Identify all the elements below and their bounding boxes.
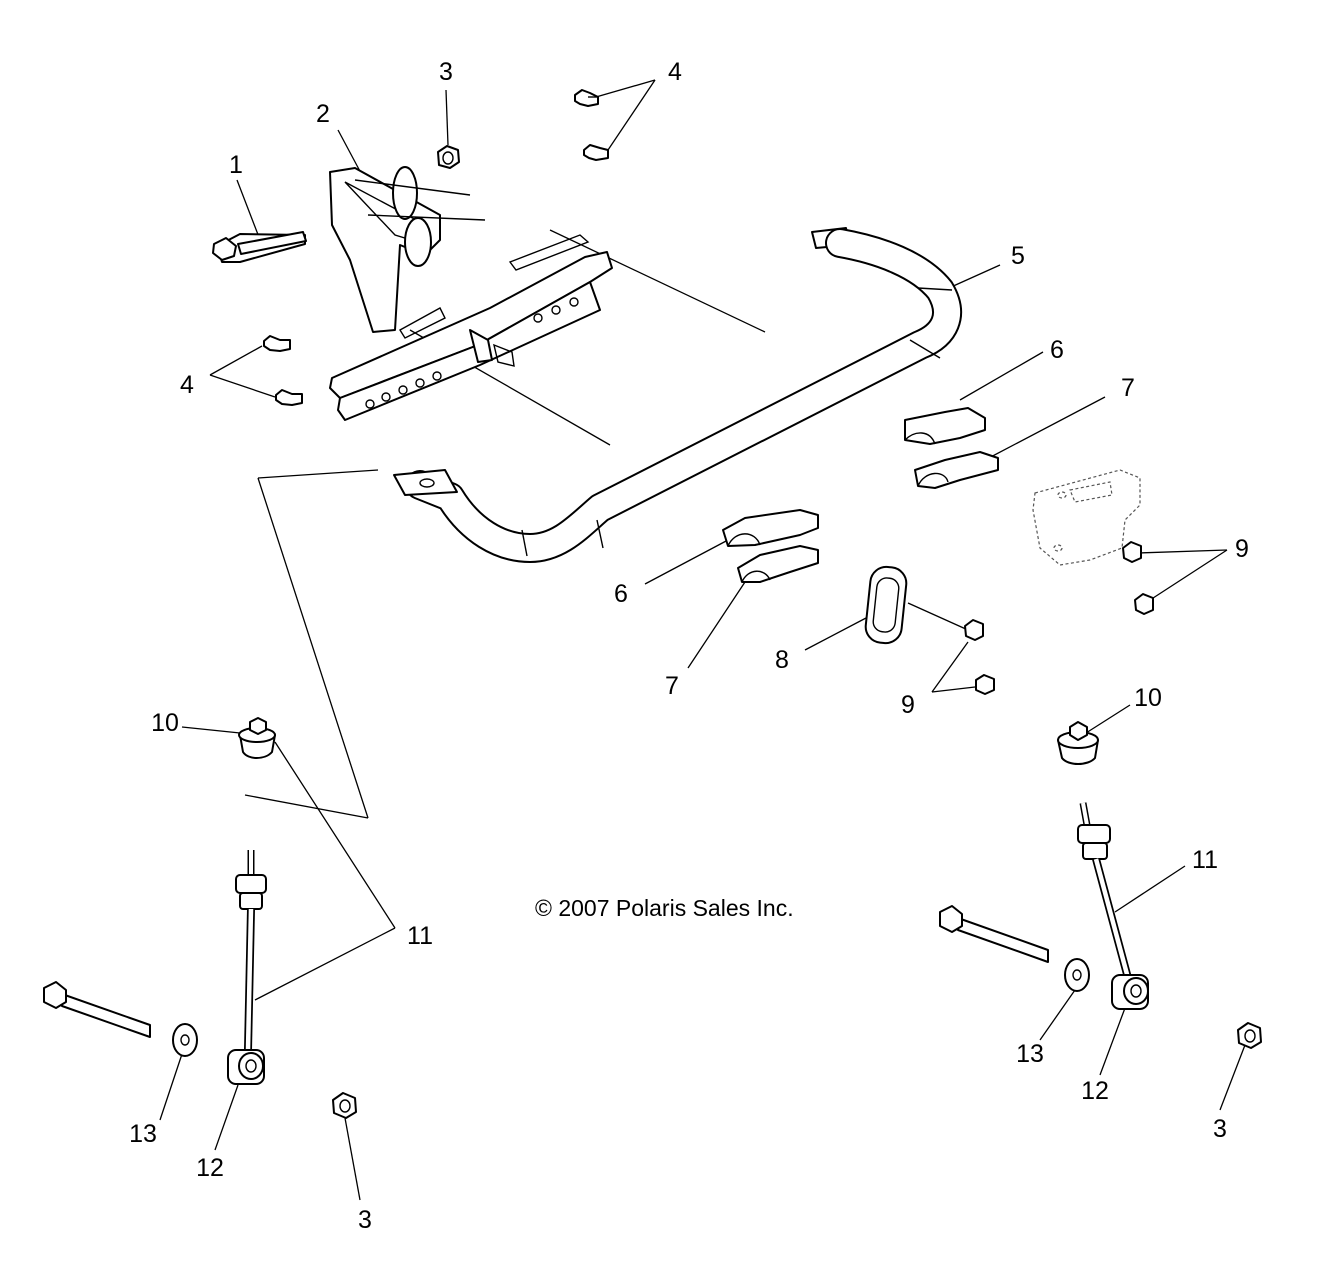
washer-13-left (172, 1023, 198, 1057)
callout-12: 12 (1081, 1077, 1109, 1105)
callout-12: 12 (196, 1154, 224, 1182)
washer-13-right (1064, 958, 1090, 992)
callout-3: 3 (358, 1206, 372, 1234)
bolt-4-top-a (574, 89, 599, 107)
bushing-10-left (238, 717, 276, 759)
callout-6: 6 (614, 580, 628, 608)
callout-3: 3 (1213, 1115, 1227, 1143)
link-end-12-right (1111, 974, 1149, 1010)
link-11-right (1077, 802, 1132, 980)
reference-bracket-dashed (1032, 469, 1141, 566)
clamp-6-right (904, 407, 986, 445)
nut-9-b (975, 674, 995, 695)
clamp-6-lower (722, 509, 819, 547)
bushing-10-right (1057, 721, 1099, 765)
nut-9-d (1134, 593, 1154, 615)
plate-8 (864, 565, 908, 645)
nut-3-top (437, 145, 460, 169)
mounting-bracket-2 (329, 166, 486, 333)
callout-labels: 1 2 3 4 4 5 6 7 6 7 8 9 9 10 10 11 11 12… (129, 58, 1249, 1234)
bolt-4-top-b (583, 144, 609, 161)
bushing-7-lower (737, 545, 819, 583)
nut-9-c (1122, 541, 1142, 563)
callout-7: 7 (665, 672, 679, 700)
callout-9: 9 (901, 691, 915, 719)
bolt-4-left-b (275, 389, 303, 406)
callout-6: 6 (1050, 336, 1064, 364)
callout-9: 9 (1235, 535, 1249, 563)
callout-2: 2 (316, 100, 330, 128)
stabilizer-bar-5 (393, 227, 962, 563)
link-end-12-left (227, 1049, 265, 1085)
callout-3: 3 (439, 58, 453, 86)
bolt-lower-left (43, 981, 151, 1038)
leader-lines (159, 79, 1246, 1201)
callout-10: 10 (1134, 684, 1162, 712)
bushing-7-right (914, 451, 999, 489)
nut-3-lower-right (1237, 1022, 1262, 1049)
bolt-lower-right (939, 905, 1049, 963)
callout-10: 10 (151, 709, 179, 737)
link-11-left (235, 850, 267, 1051)
frame-channel-rail (329, 234, 613, 421)
callout-8: 8 (775, 646, 789, 674)
callout-13: 13 (129, 1120, 157, 1148)
copyright-notice: © 2007 Polaris Sales Inc. (535, 895, 794, 921)
bolt-1 (212, 231, 307, 263)
nut-9-a (964, 619, 984, 641)
callout-1: 1 (229, 151, 243, 179)
bolt-4-left-a (263, 335, 291, 352)
callout-4: 4 (180, 371, 194, 399)
callout-4: 4 (668, 58, 682, 86)
nut-3-lower-left (332, 1092, 357, 1119)
callout-11: 11 (1192, 846, 1218, 874)
callout-11: 11 (407, 922, 433, 950)
callout-13: 13 (1016, 1040, 1044, 1068)
callout-7: 7 (1121, 374, 1135, 402)
callout-5: 5 (1011, 242, 1025, 270)
